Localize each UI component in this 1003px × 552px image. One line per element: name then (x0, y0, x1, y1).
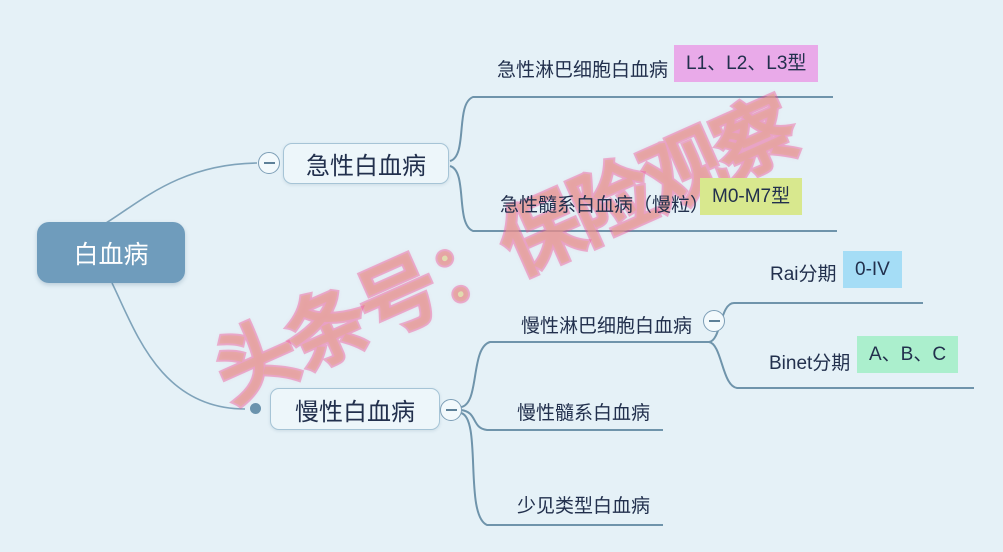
badge-rai-stages[interactable]: 0-IV (843, 251, 902, 288)
topic-binet-staging[interactable]: Binet分期 (769, 353, 851, 374)
badge-aml-subtypes[interactable]: M0-M7型 (700, 178, 803, 215)
topic-chronic-myeloid[interactable]: 慢性髓系白血病 (517, 403, 651, 424)
topic-acute-myeloid[interactable]: 急性髓系白血病（慢粒） (500, 195, 710, 216)
link-cll-to-binet (708, 341, 974, 389)
minus-icon (445, 409, 457, 411)
link-chronic-to-rare (460, 412, 663, 526)
topic-chronic-label: 慢性白血病 (295, 398, 415, 426)
link-root-to-acute (105, 162, 258, 224)
link-acute-to-aml (449, 165, 837, 232)
topic-chronic-lymphocytic[interactable]: 慢性淋巴细胞白血病 (521, 316, 693, 337)
root-topic-label: 白血病 (73, 240, 149, 269)
topic-acute-lymphoblastic[interactable]: 急性淋巴细胞白血病 (497, 60, 669, 81)
link-acute-to-all (449, 96, 833, 162)
topic-acute-label: 急性白血病 (306, 153, 426, 180)
minus-icon (263, 162, 275, 164)
link-chronic-to-cml (460, 409, 663, 431)
topic-acute-leukemia[interactable]: 急性白血病 (283, 143, 449, 184)
minus-icon (708, 320, 720, 322)
collapse-button-cll[interactable] (703, 310, 725, 332)
topic-rare-type[interactable]: 少见类型白血病 (517, 496, 651, 517)
collapse-button-acute[interactable] (258, 152, 280, 174)
topic-chronic-leukemia[interactable]: 慢性白血病 (270, 388, 440, 430)
badge-all-subtypes[interactable]: L1、L2、L3型 (674, 45, 819, 82)
badge-binet-stages[interactable]: A、B、C (857, 336, 959, 373)
collapse-button-chronic[interactable] (440, 399, 462, 421)
topic-rai-staging[interactable]: Rai分期 (770, 264, 837, 285)
link-root-to-chronic (111, 282, 246, 410)
link-chronic-to-cll (460, 341, 709, 408)
root-topic-leukemia[interactable]: 白血病 (37, 222, 185, 283)
link-dot (250, 403, 261, 414)
